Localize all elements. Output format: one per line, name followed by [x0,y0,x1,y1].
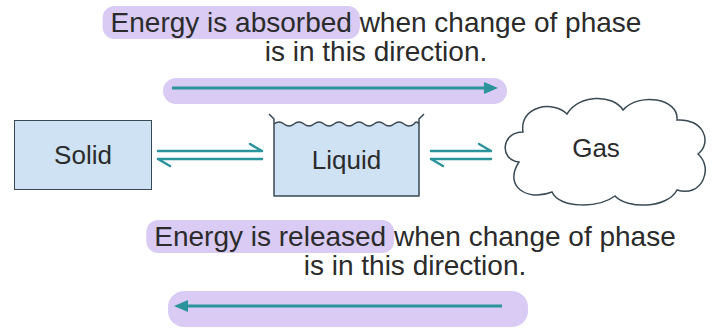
phase-label: Solid [54,140,112,170]
note-text: Energy is absorbed when change of phase … [104,8,649,66]
absorb-arrow-head [484,82,498,94]
phase-label: Gas [572,133,620,163]
solid-box: Solid [14,120,152,190]
liquid-surface [274,122,419,126]
liquid-fill [274,122,419,196]
equilibrium-arrow [158,144,262,166]
highlight-band [168,291,528,327]
beaker-outline [269,114,424,196]
cloud-outline [505,98,705,205]
liquid-beaker: Liquid [268,112,425,198]
release-arrow-head [174,300,188,312]
gas-cloud: Gas [497,92,715,210]
phase-label: Liquid [312,145,381,175]
equilibrium-arrow [431,144,491,166]
release-arrow-shaft [186,305,502,308]
highlight-band [163,78,507,104]
note-text: Energy is released when change of phase … [148,222,683,280]
absorb-arrow-shaft [172,87,488,90]
